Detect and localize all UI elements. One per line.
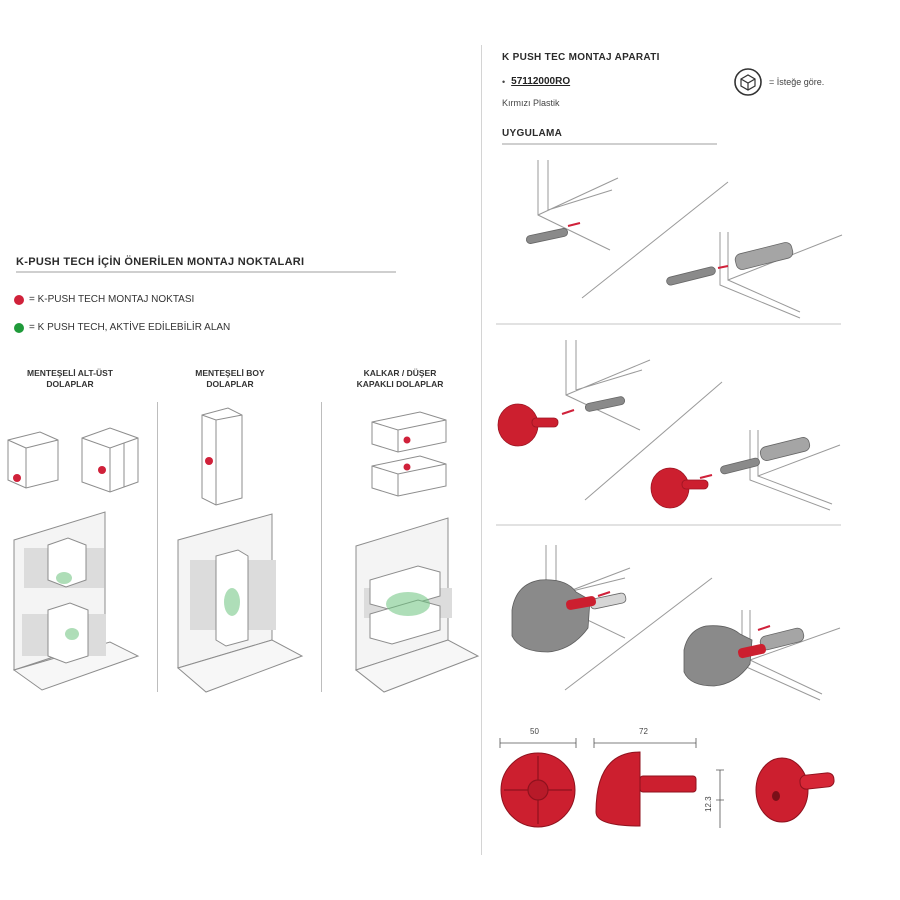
column-title-line: KAPAKLI DOLAPLAR — [356, 379, 444, 389]
recommended-points-title: K-PUSH TECH İÇİN ÖNERİLEN MONTAJ NOKTALA… — [16, 256, 305, 268]
legend-mount-label: = K-PUSH TECH MONTAJ NOKTASI — [29, 294, 195, 305]
legend-active-area: = K PUSH TECH, AKTİVE EDİLEBİLİR ALAN — [14, 322, 230, 333]
legend-active-label: = K PUSH TECH, AKTİVE EDİLEBİLİR ALAN — [29, 322, 231, 333]
dimension-shaft: 12.3 — [704, 796, 713, 812]
legend-mount-point: = K-PUSH TECH MONTAJ NOKTASI — [14, 294, 194, 305]
column-title-hinged-tall: MENTEŞELİ BOY DOLAPLAR — [175, 368, 285, 390]
dimension-diameter: 50 — [530, 727, 539, 736]
application-title: UYGULAMA — [502, 128, 563, 139]
column-title-line: MENTEŞELİ BOY — [195, 368, 265, 378]
red-dot-icon — [14, 294, 24, 305]
application-underline — [502, 143, 717, 145]
title-underline — [16, 271, 396, 273]
column-title-hinged-upper-lower: MENTEŞELİ ALT-ÜST DOLAPLAR — [10, 368, 130, 390]
column-title-line: DOLAPLAR — [46, 379, 94, 389]
column-title-lift-up: KALKAR / DÜŞER KAPAKLI DOLAPLAR — [345, 368, 455, 390]
optional-label: = İsteğe göre. — [769, 77, 825, 87]
column-title-line: DOLAPLAR — [206, 379, 254, 389]
dimension-length: 72 — [639, 727, 648, 736]
column-divider — [321, 402, 322, 692]
package-icon — [734, 68, 762, 96]
column-title-line: MENTEŞELİ ALT-ÜST — [27, 368, 113, 378]
product-material: Kırmızı Plastik — [502, 98, 560, 108]
optional-note: = İsteğe göre. — [733, 67, 824, 97]
bullet: • — [502, 76, 506, 87]
step-separator — [496, 524, 841, 526]
step-separator — [496, 323, 841, 325]
column-title-line: KALKAR / DÜŞER — [363, 368, 437, 378]
column-divider — [157, 402, 158, 692]
product-title: K PUSH TEC MONTAJ APARATI — [502, 52, 660, 63]
product-code: 57112000RO — [511, 76, 571, 87]
section-divider — [481, 45, 482, 855]
product-code-row: • 57112000RO — [502, 76, 570, 87]
green-dot-icon — [14, 322, 24, 333]
